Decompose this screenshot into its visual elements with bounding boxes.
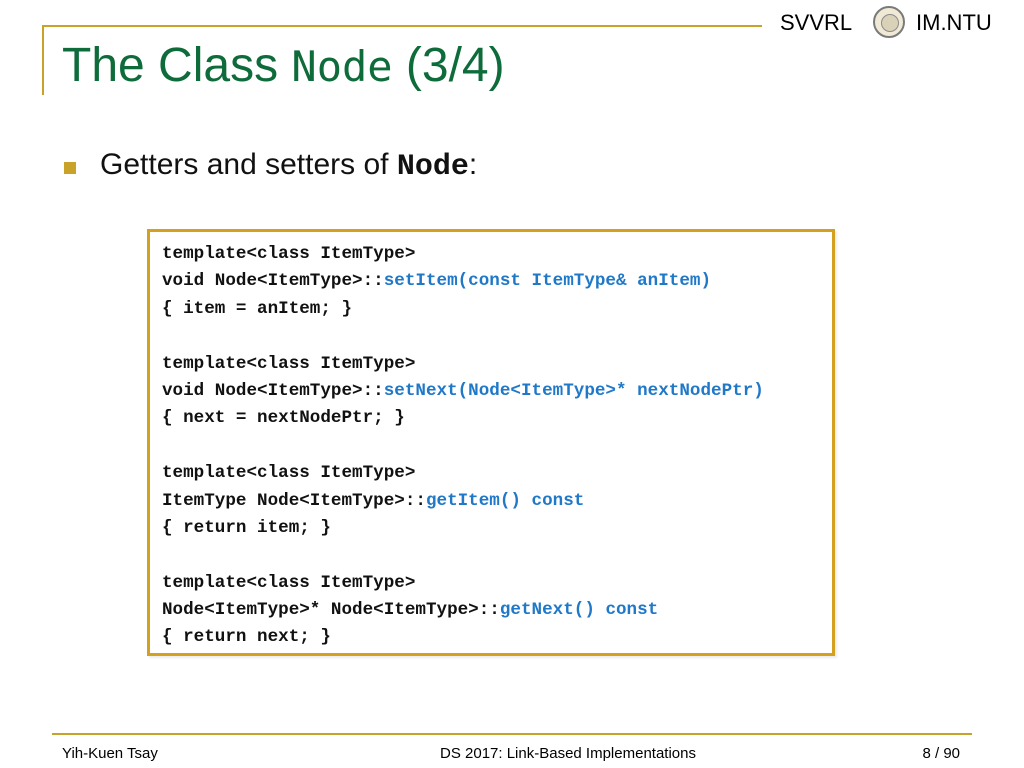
department-label: IM.NTU [916, 10, 992, 35]
code-line [162, 323, 764, 350]
bullet-square-icon [64, 162, 76, 174]
slide-title: The Class Node (3/4) [62, 38, 505, 93]
code-method-signature: getNext() const [499, 600, 659, 621]
code-text: template<class ItemType> [162, 572, 416, 593]
bullet-text-prefix: Getters and setters of [100, 148, 397, 181]
title-side-rule [42, 25, 44, 95]
code-text: { item = anItem; } [162, 298, 353, 319]
code-method-signature: getItem() const [425, 490, 585, 511]
code-listing: template<class ItemType> void Node<ItemTy… [162, 241, 764, 652]
code-line: { next = nextNodePtr; } [162, 405, 764, 432]
code-text: ItemType Node<ItemType>:: [162, 490, 426, 511]
code-text: { return item; } [162, 517, 331, 538]
slide-title-code: Node [291, 42, 393, 91]
code-line: { item = anItem; } [162, 296, 764, 323]
code-line: template<class ItemType> [162, 241, 764, 268]
code-text: void Node<ItemType>:: [162, 271, 384, 292]
code-text: void Node<ItemType>:: [162, 380, 384, 401]
code-text: { return next; } [162, 627, 331, 648]
code-text: template<class ItemType> [162, 244, 416, 264]
code-line: template<class ItemType> [162, 460, 764, 487]
code-text: { next = nextNodePtr; } [162, 408, 405, 429]
bullet-text-code: Node [396, 150, 469, 184]
code-line: ItemType Node<ItemType>::getItem() const [162, 488, 764, 515]
code-line: Node<ItemType>* Node<ItemType>::getNext(… [162, 597, 764, 624]
code-line: { return next; } [162, 624, 764, 651]
bullet-text: Getters and setters of Node: [100, 148, 477, 184]
code-line [162, 433, 764, 460]
lab-label: SVVRL [780, 10, 853, 35]
footer-rule [52, 733, 972, 735]
code-line: void Node<ItemType>::setNext(Node<ItemTy… [162, 378, 764, 405]
page-total: 90 [943, 745, 960, 762]
code-line: template<class ItemType> [162, 570, 764, 597]
code-text: Node<ItemType>* Node<ItemType>:: [162, 600, 500, 621]
code-line: template<class ItemType> [162, 351, 764, 378]
slide-title-suffix: (3/4) [392, 39, 505, 92]
bullet-text-suffix: : [468, 148, 478, 181]
slide-title-prefix: The Class [62, 39, 292, 92]
footer-author: Yih-Kuen Tsay [62, 745, 158, 762]
code-line: { return item; } [162, 515, 764, 542]
header-rule [42, 25, 762, 27]
code-method-signature: setItem(const ItemType& anItem) [383, 271, 712, 292]
code-line [162, 542, 764, 569]
university-seal-icon [873, 6, 905, 38]
code-text: template<class ItemType> [162, 463, 416, 484]
footer-course: DS 2017: Link-Based Implementations [440, 745, 696, 762]
code-line: void Node<ItemType>::setItem(const ItemT… [162, 268, 764, 295]
code-text: template<class ItemType> [162, 353, 416, 374]
code-block: template<class ItemType> void Node<ItemTy… [147, 229, 835, 656]
page-current: 8 [922, 745, 931, 762]
footer-page-number: 8 / 90 [922, 745, 960, 762]
code-method-signature: setNext(Node<ItemType>* nextNodePtr) [383, 380, 764, 401]
